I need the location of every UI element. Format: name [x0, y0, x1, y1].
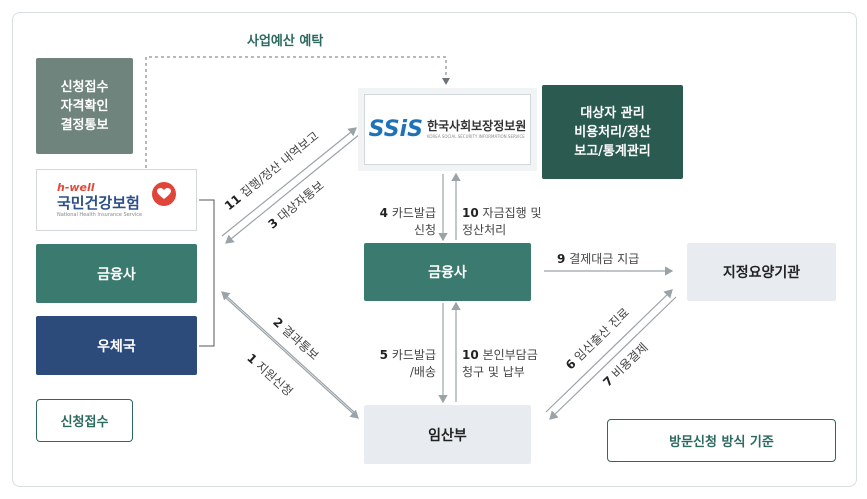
ssis-tasks-box: 대상자 관리 비용처리/정산 보고/통계관리 [542, 85, 683, 179]
nhis-tasks-box: 신청접수 자격확인 결정통보 [36, 58, 133, 154]
arrow-2 [221, 291, 355, 413]
flow-5-label: 5 카드발급 /배송 [379, 348, 436, 379]
badge-left: 신청접수 [36, 399, 133, 442]
nhis-brand: h-well [57, 180, 95, 194]
arrow-11 [221, 127, 357, 237]
arrow-3 [225, 133, 361, 244]
pregnant-box: 임산부 [364, 405, 531, 464]
center-bank-box: 금융사 [364, 243, 531, 301]
institution-box: 지정요양기관 [687, 243, 836, 301]
top-label: 사업예산 예탁 [247, 34, 324, 49]
ssis-logo: SSiS [368, 117, 423, 142]
badge-right: 방문신청 방식 기준 [607, 419, 836, 462]
bracket-line [199, 199, 215, 347]
nhis-heart-icon [152, 182, 176, 206]
flow-4-label: 4 카드발급 신청 [379, 206, 436, 237]
ssis-name-en: KOREA SOCIAL SECURITY INFORMATION SERVIC… [426, 134, 525, 139]
post-office-box: 우체국 [36, 316, 197, 375]
nhis-logo-card: h-well 국민건강보험 National Health Insurance … [36, 169, 197, 231]
left-bank-box: 금융사 [36, 244, 197, 303]
nhis-name-en: National Health Insurance Service [57, 211, 143, 218]
flow-10a-label: 10 자금집행 및 정산처리 [462, 206, 542, 237]
arrow-6 [545, 289, 673, 413]
budget-dashed-line [145, 56, 450, 168]
flow-9-label: 9 결제대금 지급 [557, 252, 640, 266]
ssis-logo-card: SSiS 한국사회보장정보원 KOREA SOCIAL SECURITY INF… [364, 94, 531, 165]
flow-10b-label: 10 본인부담금 청구 및 납부 [462, 348, 538, 379]
arrow-1 [225, 297, 359, 419]
arrow-7 [549, 296, 677, 420]
ssis-name: 한국사회보장정보원 [426, 119, 527, 133]
nhis-name: 국민건강보험 [57, 193, 140, 212]
